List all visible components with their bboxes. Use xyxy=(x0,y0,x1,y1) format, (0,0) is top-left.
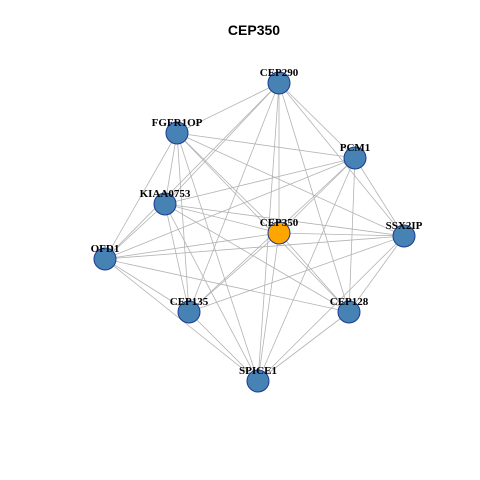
edge-kiaa0753-cep350 xyxy=(164,203,280,234)
node-pcm1[interactable] xyxy=(343,146,367,170)
node-label-ssx2ip: SSX2IP xyxy=(386,220,423,232)
node-ssx2ip[interactable] xyxy=(392,224,416,248)
edge-fgfr1op-pcm1 xyxy=(176,132,356,159)
edge-cep350-spice1 xyxy=(257,232,280,382)
node-label-pcm1: PCM1 xyxy=(340,142,371,154)
edge-ofd1-cep128 xyxy=(104,258,350,313)
edge-kiaa0753-cep128 xyxy=(164,203,350,313)
node-layer xyxy=(93,71,416,393)
edge-cep350-ssx2ip xyxy=(278,232,405,237)
edge-fgfr1op-ofd1 xyxy=(104,132,178,260)
edge-pcm1-cep350 xyxy=(278,157,356,234)
node-ofd1[interactable] xyxy=(93,247,117,271)
node-label-cep290: CEP290 xyxy=(260,67,299,79)
edge-ssx2ip-cep128 xyxy=(348,235,405,313)
edge-cep290-ssx2ip xyxy=(278,82,405,237)
edge-ssx2ip-ofd1 xyxy=(104,235,405,260)
edge-cep290-cep135 xyxy=(188,82,280,313)
edge-pcm1-kiaa0753 xyxy=(164,157,356,205)
node-cep350[interactable] xyxy=(267,221,291,245)
node-cep290[interactable] xyxy=(267,71,291,95)
edge-kiaa0753-ofd1 xyxy=(104,203,166,260)
diagram-title: CEP350 xyxy=(228,22,280,38)
edge-cep290-ofd1 xyxy=(104,82,280,260)
edge-cep350-ofd1 xyxy=(104,232,280,260)
edge-fgfr1op-spice1 xyxy=(176,132,259,382)
node-spice1[interactable] xyxy=(246,369,270,393)
edge-ssx2ip-cep135 xyxy=(188,235,405,313)
edge-cep290-cep128 xyxy=(278,82,350,313)
edge-ssx2ip-spice1 xyxy=(257,235,405,382)
edge-pcm1-ofd1 xyxy=(104,157,356,260)
node-label-ofd1: OFD1 xyxy=(91,243,120,255)
edge-cep350-cep128 xyxy=(278,232,350,313)
edge-fgfr1op-ssx2ip xyxy=(176,132,405,237)
node-kiaa0753[interactable] xyxy=(153,192,177,216)
node-label-cep128: CEP128 xyxy=(330,296,369,308)
node-label-cep135: CEP135 xyxy=(170,296,209,308)
node-cep135[interactable] xyxy=(177,300,201,324)
edge-cep290-kiaa0753 xyxy=(164,82,280,205)
node-label-spice1: SPICE1 xyxy=(239,365,277,377)
edge-pcm1-ssx2ip xyxy=(354,157,405,237)
edge-fgfr1op-cep128 xyxy=(176,132,350,313)
edge-pcm1-spice1 xyxy=(257,157,356,382)
edge-fgfr1op-kiaa0753 xyxy=(164,132,178,205)
edge-kiaa0753-cep135 xyxy=(164,203,190,313)
node-cep128[interactable] xyxy=(337,300,361,324)
edge-fgfr1op-cep350 xyxy=(176,132,280,234)
node-label-cep350: CEP350 xyxy=(260,217,299,229)
node-label-kiaa0753: KIAA0753 xyxy=(140,188,191,200)
node-fgfr1op[interactable] xyxy=(165,121,189,145)
edge-ofd1-cep135 xyxy=(104,258,190,313)
edge-cep350-cep135 xyxy=(188,232,280,313)
edge-cep135-spice1 xyxy=(188,311,259,382)
edge-kiaa0753-ssx2ip xyxy=(164,203,405,237)
edge-cep290-pcm1 xyxy=(278,82,356,159)
node-label-fgfr1op: FGFR1OP xyxy=(152,117,203,129)
edge-fgfr1op-cep135 xyxy=(176,132,190,313)
edge-cep128-spice1 xyxy=(257,311,350,382)
edge-cep290-fgfr1op xyxy=(176,82,280,134)
